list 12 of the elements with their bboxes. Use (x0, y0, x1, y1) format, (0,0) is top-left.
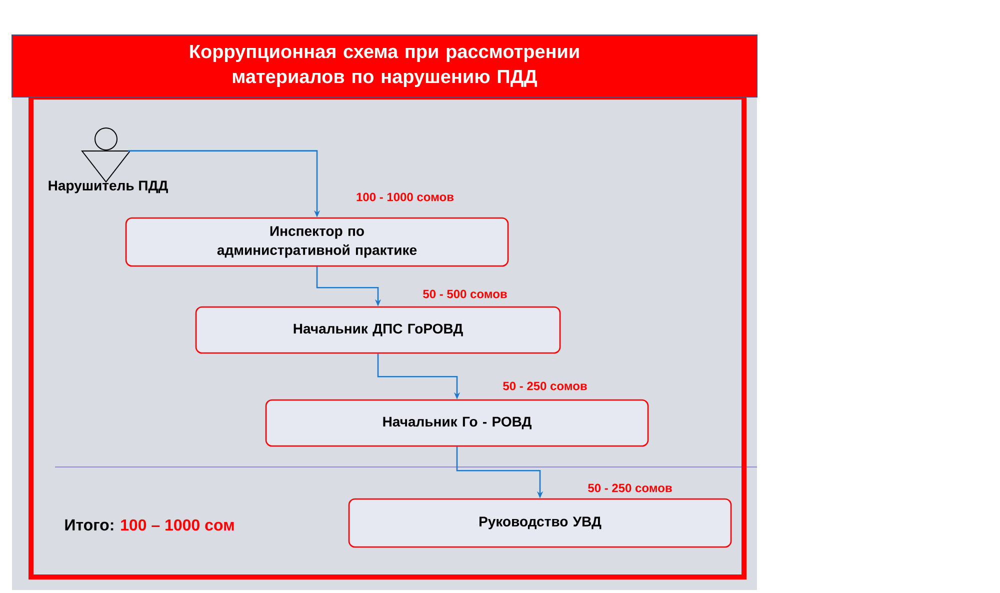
title-bar: Коррупционная схема при рассмотрении материалов по нарушению ПДД (12, 34, 758, 98)
process-box: Начальник Го - РОВД (265, 399, 649, 447)
edge-label: 100 - 1000 сомов (356, 192, 454, 202)
total-amount: 100 – 1000 сом (121, 519, 234, 531)
edge-label: 50 - 250 сомов (588, 484, 672, 492)
edge-label: 50 - 500 сомов (423, 290, 507, 298)
total-label: Итого: (65, 519, 114, 531)
node-caption: Нарушитель ПДД (48, 180, 168, 194)
edge-label: 50 - 250 сомов (503, 382, 587, 390)
process-box: Инспектор по административной практике (125, 217, 509, 267)
process-box: Руководство УВД (348, 498, 732, 548)
process-box: Начальник ДПС ГоРОВД (195, 306, 561, 354)
